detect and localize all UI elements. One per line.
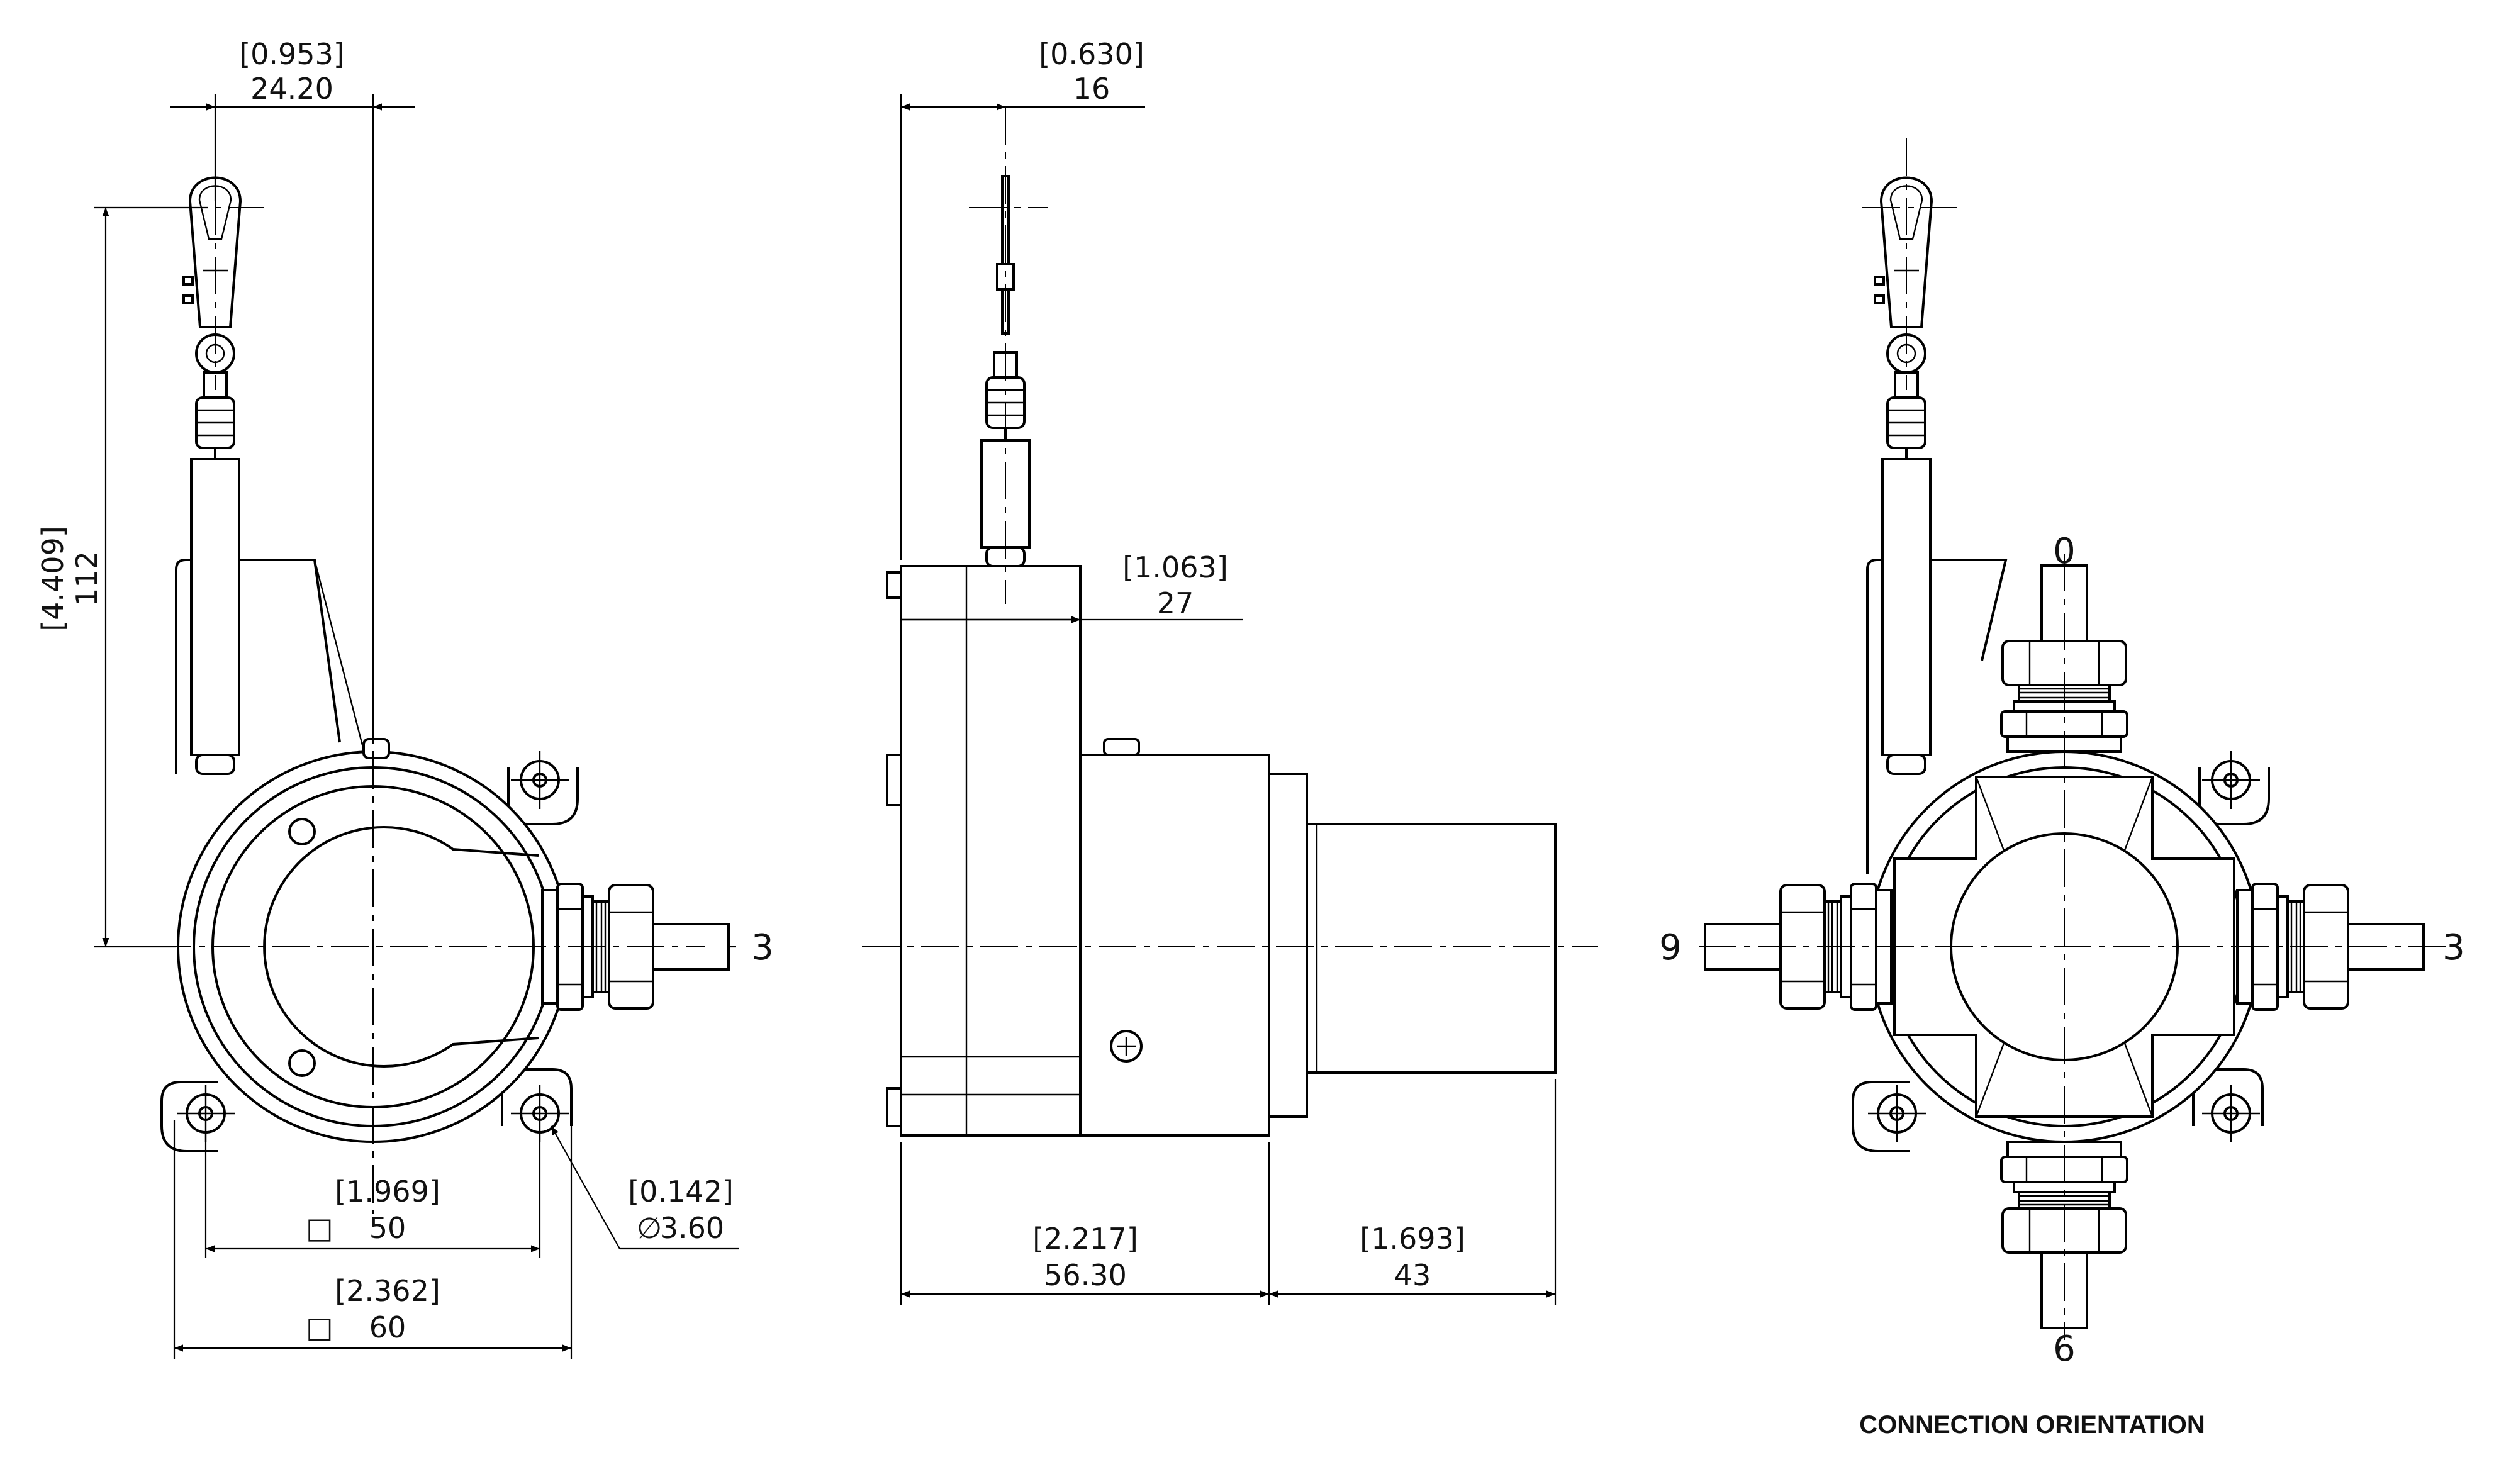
dim-total-depth-mm: 56.30 (1044, 1258, 1127, 1292)
orientation-view (1699, 138, 2447, 1340)
side-dimensions: [0.630] 16 [1.063] 27 [2.217] 56.30 [1.6… (900, 37, 1557, 1305)
dim-height-mm: 112 (70, 551, 104, 606)
dim-hole-dia-mm: 3.60 (660, 1211, 724, 1245)
orientation-label-right: 3 (2442, 927, 2465, 968)
dim-width-in: [2.362] (335, 1274, 440, 1308)
front-view (94, 101, 736, 1214)
dim-height-in: [4.409] (36, 526, 70, 632)
dim-hole-spacing-in: [1.969] (335, 1174, 440, 1208)
dim-total-depth-in: [2.217] (1032, 1222, 1138, 1256)
dim-cable-offset-mm: 24.20 (250, 72, 333, 106)
dim-sensor-length-mm: 43 (1394, 1258, 1431, 1292)
dim-side-cable-offset-mm: 16 (1073, 72, 1110, 106)
orientation-labels: 0 3 6 9 CONNECTION ORIENTATION (1659, 531, 2465, 1439)
orientation-caption: CONNECTION ORIENTATION (1859, 1411, 2205, 1439)
dim-body-depth-in: [1.063] (1122, 550, 1228, 584)
dim-width-symbol: □ (306, 1310, 333, 1344)
side-view (862, 107, 1598, 1137)
dim-body-depth-mm: 27 (1157, 586, 1194, 620)
dim-sensor-length-in: [1.693] (1360, 1222, 1465, 1256)
dim-hole-spacing-mm: 50 (369, 1211, 406, 1245)
orientation-label-left: 9 (1659, 927, 1682, 968)
orientation-label-bottom: 6 (2053, 1329, 2076, 1370)
dim-side-cable-offset-in: [0.630] (1039, 37, 1144, 71)
dim-width-mm: 60 (369, 1310, 406, 1344)
dim-cable-offset-in: [0.953] (239, 37, 345, 71)
front-dimensions: [0.953] 24.20 [4.409] 112 [1.969] □ 50 [… (36, 37, 774, 1359)
dim-hole-dia-in: [0.142] (628, 1174, 734, 1208)
dim-hole-spacing-symbol: □ (306, 1211, 333, 1245)
dim-hole-dia-symbol: ∅ (637, 1211, 662, 1245)
front-connector-label: 3 (751, 927, 774, 968)
orientation-label-top: 0 (2053, 531, 2076, 572)
